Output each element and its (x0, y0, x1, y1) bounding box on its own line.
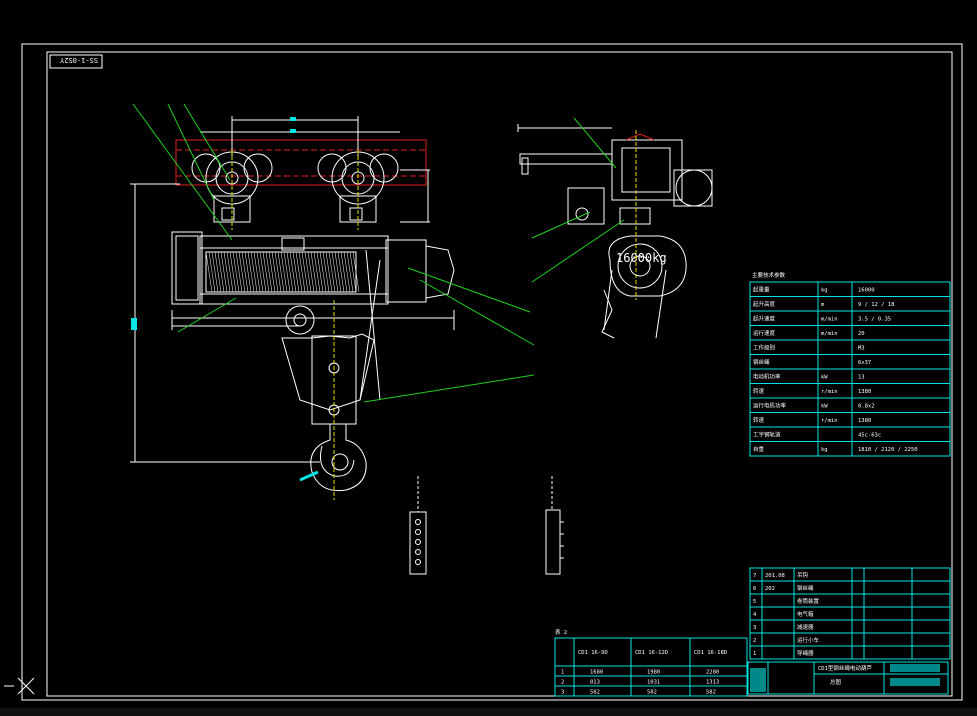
pendant-controller-front (409, 476, 427, 575)
title-block-sheet: 总图 (830, 678, 842, 686)
specs-cell: kW (821, 404, 828, 410)
parts-cell: 运行小车 (797, 636, 820, 644)
bottom-table-cell: 1031 (647, 680, 660, 686)
bottom-table-cell: 582 (647, 690, 657, 696)
specs-cell: 自重 (753, 445, 765, 453)
status-bar (0, 708, 977, 716)
specs-cell: 1380 (858, 418, 871, 424)
specs-cell: m/min (821, 317, 838, 323)
bottom-table-cell: 1 (561, 670, 564, 676)
parts-cell: 6 (753, 586, 756, 592)
stamp-box (49, 54, 103, 69)
bottom-table-cell: 1980 (647, 670, 660, 676)
stamp-code: SS-1-0S2Y (59, 56, 98, 64)
specs-cell: 6x37 (858, 360, 871, 366)
parts-cell: 201.08 (765, 573, 785, 579)
side-view: 16000kg (517, 117, 713, 339)
bottom-table-cell: 813 (590, 680, 600, 686)
title-block: CD1型钢丝绳电动葫芦 总图 (747, 661, 949, 695)
specs-cell: 工字钢轨道 (753, 431, 781, 439)
specs-cell: 起升速度 (753, 315, 776, 323)
specs-cell: 运行速度 (753, 329, 776, 337)
parts-cell: 减速器 (797, 623, 814, 631)
specs-cell: 20 (858, 331, 865, 337)
parts-cell: 1 (753, 651, 756, 657)
specs-cell: 9 / 12 / 18 (858, 302, 894, 308)
bottom-table-cell: 1680 (590, 670, 603, 676)
specs-cell: 工作级别 (753, 344, 775, 352)
specs-cell: 0.8x2 (858, 404, 875, 410)
specs-cell: 3.5 / 0.35 (858, 317, 891, 323)
hoist-body (171, 231, 455, 305)
bottom-table-cell: 1313 (706, 680, 719, 686)
specs-cell: 钢丝绳 (753, 358, 770, 366)
bottom-table-cell: 582 (706, 690, 716, 696)
bottom-table-header: CD1 16-9D (578, 650, 608, 656)
bottom-table-cell: 3 (561, 690, 564, 696)
specs-cell: 1810 / 2120 / 2250 (858, 447, 918, 453)
bottom-table-title: 表 2 (555, 628, 567, 636)
bottom-dimension-table: 表 2 CD1 16-9D CD1 16-12D CD1 16-18D 1 1680 19… (554, 628, 748, 697)
ucs-icon (4, 677, 35, 695)
specs-cell: M3 (858, 346, 865, 352)
specs-cell: kg (821, 447, 828, 453)
parts-cell: 卷筒装置 (797, 597, 820, 605)
specs-cell: 起重量 (753, 286, 770, 294)
specs-table-title: 主要技术参数 (752, 271, 786, 279)
specs-cell: 转速 (753, 416, 765, 424)
specs-cell: 运行电机功率 (753, 402, 787, 410)
bottom-table-cell: 2 (561, 680, 564, 686)
specs-table: 主要技术参数 起重量 kg 16000 起升高度 m 9 / 12 / 18 起升速度 m/m… (749, 271, 951, 457)
specs-cell: m (821, 302, 825, 308)
title-block-name: CD1型钢丝绳电动葫芦 (818, 664, 872, 672)
specs-cell: 16000 (858, 288, 875, 294)
specs-cell: 1380 (858, 389, 871, 395)
parts-cell: 电气箱 (797, 610, 814, 618)
rail-beam (175, 139, 427, 186)
specs-cell: m/min (821, 331, 838, 337)
parts-cell: 4 (753, 612, 757, 618)
parts-cell: 2 (753, 638, 756, 644)
specs-cell: 45c-63c (858, 433, 881, 439)
front-view (130, 103, 535, 500)
pendant-controller-side (545, 476, 564, 575)
parts-table: 7 201.08 吊钩 6 202 钢丝绳 5 卷筒装置 4 电气箱 3 减速器 2 运行小车 1 导绳器 (749, 567, 951, 660)
specs-cell: 转速 (753, 387, 765, 395)
specs-cell: 起升高度 (753, 300, 776, 308)
specs-cell: 电动机功率 (753, 373, 781, 381)
parts-cell: 7 (753, 573, 756, 579)
bottom-table-header: CD1 16-18D (694, 650, 727, 656)
bottom-table-header: CD1 16-12D (635, 650, 668, 656)
parts-cell: 3 (753, 625, 756, 631)
specs-cell: kg (821, 288, 828, 294)
specs-cell: r/min (821, 389, 838, 395)
bottom-table-cell: 2280 (706, 670, 719, 676)
inner-frame (46, 51, 953, 697)
parts-cell: 202 (765, 586, 775, 592)
outer-frame (21, 43, 963, 701)
side-hook (601, 235, 687, 339)
rope-drum (205, 251, 360, 293)
specs-cell: r/min (821, 418, 838, 424)
leader-lines (132, 103, 535, 403)
side-leaders (531, 117, 625, 283)
specs-cell: 13 (858, 375, 865, 381)
parts-cell: 5 (753, 599, 756, 605)
bottom-table-cell: 582 (590, 690, 600, 696)
specs-cell: kW (821, 375, 828, 381)
parts-cell: 钢丝绳 (797, 584, 814, 592)
parts-cell: 导绳器 (797, 649, 814, 657)
parts-cell: 吊钩 (797, 571, 809, 579)
load-label: 16000kg (616, 251, 667, 265)
